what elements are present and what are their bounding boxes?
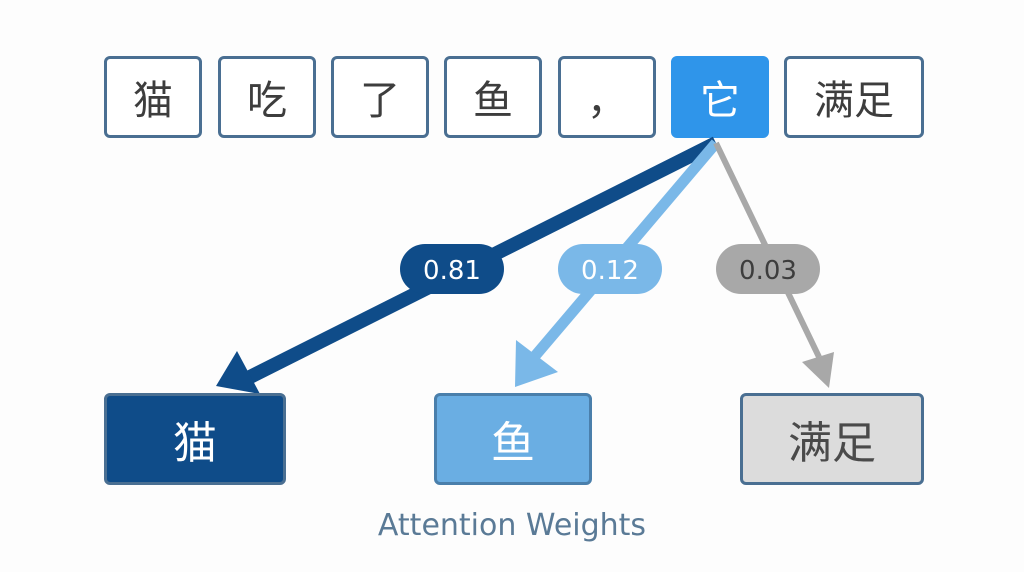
- token-5-active: 它: [671, 56, 769, 138]
- token-6: 满足: [784, 56, 924, 138]
- target-box-1: 鱼: [434, 393, 592, 485]
- token-3: 鱼: [444, 56, 542, 138]
- token-4: ，: [558, 56, 656, 138]
- target-box-2: 满足: [740, 393, 924, 485]
- token-0: 猫: [104, 56, 202, 138]
- token-1: 吃: [218, 56, 316, 138]
- weight-label-1: 0.12: [581, 256, 639, 286]
- weight-label-0: 0.81: [423, 256, 481, 286]
- link-2: 0.03: [713, 141, 834, 388]
- arrowhead-2: [802, 352, 834, 388]
- link-1: 0.12: [515, 139, 721, 387]
- arrowhead-0: [216, 351, 260, 394]
- token-2: 了: [331, 56, 429, 138]
- weight-pill-0: [400, 244, 504, 294]
- target-box-0: 猫: [104, 393, 286, 485]
- weight-pill-2: [716, 244, 820, 294]
- arrowhead-1: [515, 340, 558, 387]
- link-0: 0.81: [216, 136, 720, 394]
- weight-label-2: 0.03: [739, 256, 797, 286]
- caption: Attention Weights: [377, 508, 647, 543]
- weight-pill-1: [558, 244, 662, 294]
